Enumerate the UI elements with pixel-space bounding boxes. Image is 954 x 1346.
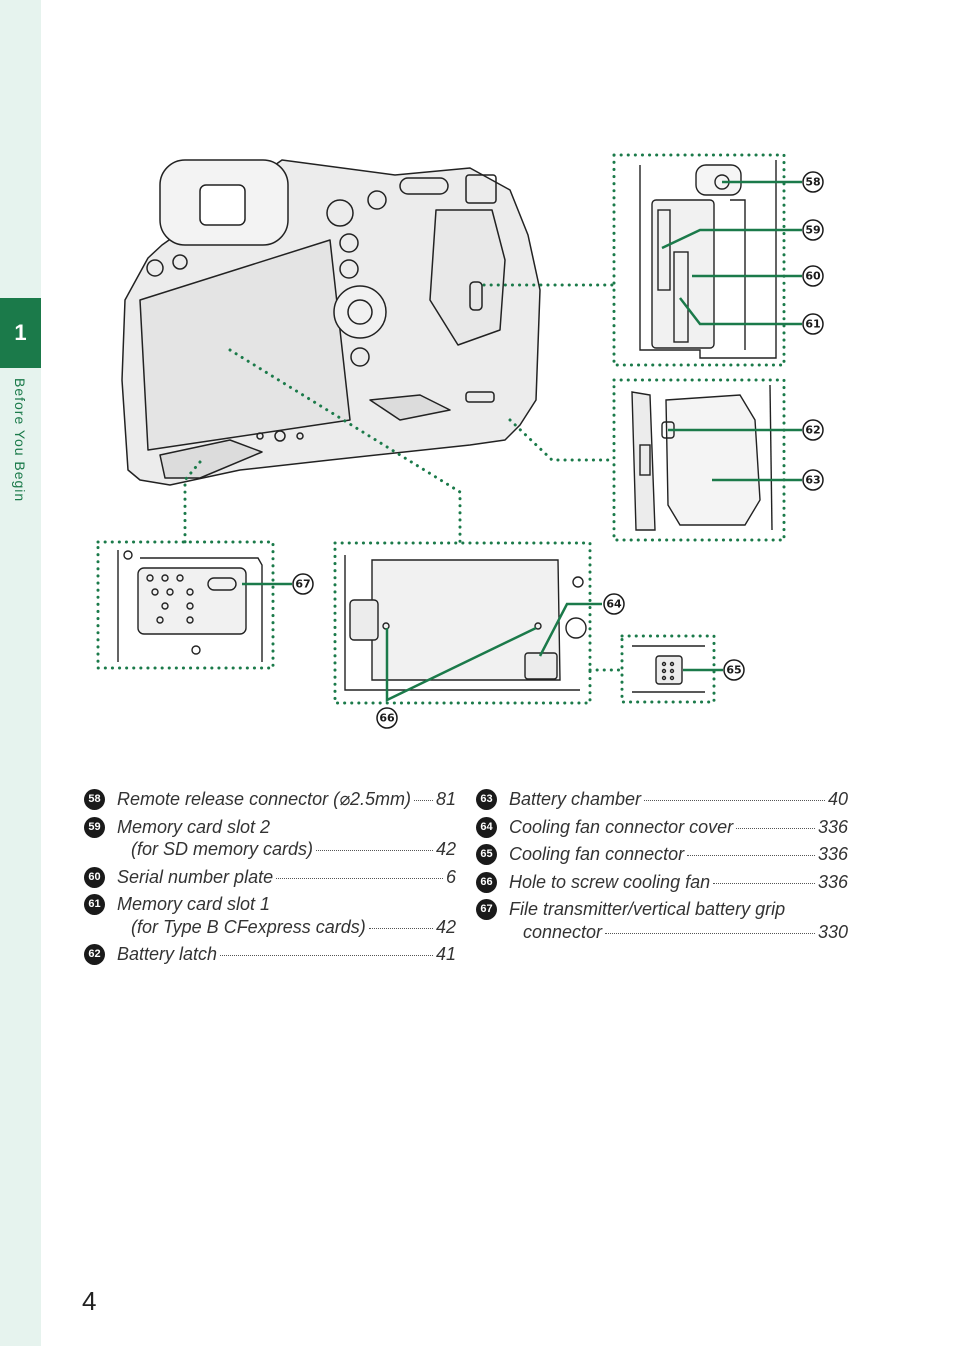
legend-page-link[interactable]: 40 bbox=[827, 789, 848, 809]
legend-label: Memory card slot 1 bbox=[117, 894, 271, 914]
chapter-tab[interactable]: 1 bbox=[0, 298, 41, 368]
legend-label: Battery latch bbox=[117, 944, 218, 964]
legend-number: 58 bbox=[84, 789, 105, 810]
svg-text:63: 63 bbox=[805, 474, 820, 487]
legend-label: Cooling fan connector cover bbox=[509, 816, 734, 837]
legend-number: 65 bbox=[476, 844, 497, 865]
legend-label: (for SD memory cards) bbox=[131, 839, 314, 859]
detail-connectors bbox=[183, 283, 624, 672]
svg-text:59: 59 bbox=[805, 224, 820, 237]
legend-page-link[interactable]: 336 bbox=[817, 816, 848, 837]
svg-text:60: 60 bbox=[805, 270, 821, 283]
legend-column-left: 58 Remote release connector (⌀2.5mm) 81 5… bbox=[84, 788, 456, 971]
svg-text:64: 64 bbox=[606, 598, 622, 611]
legend-page-link[interactable]: 81 bbox=[435, 789, 456, 809]
legend-page-link[interactable]: 41 bbox=[435, 944, 456, 964]
legend-number: 59 bbox=[84, 816, 105, 838]
callout-62: 62 bbox=[802, 419, 824, 441]
callout-leaders bbox=[242, 180, 802, 702]
callout-59: 59 bbox=[802, 219, 824, 241]
legend-label: Battery chamber bbox=[509, 789, 642, 809]
legend-number: 67 bbox=[476, 899, 497, 920]
legend-item-66: 66 Hole to screw cooling fan 336 bbox=[476, 871, 848, 894]
legend-label: File transmitter/vertical battery grip bbox=[509, 899, 786, 919]
camera-diagram: 58 59 60 61 62 63 64 65 66 67 bbox=[96, 153, 824, 729]
callout-65: 65 bbox=[723, 659, 745, 681]
svg-text:58: 58 bbox=[805, 176, 820, 189]
legend-item-61: 61 Memory card slot 1 (for Type B CFexpr… bbox=[84, 893, 456, 938]
callout-63: 63 bbox=[802, 469, 824, 491]
legend-label: Serial number plate bbox=[117, 866, 274, 887]
callout-60: 60 bbox=[802, 265, 824, 287]
legend-item-62: 62 Battery latch 41 bbox=[84, 943, 456, 966]
callout-67: 67 bbox=[292, 573, 314, 595]
legend-column-right: 63 Battery chamber 40 64 Cooling fan conn… bbox=[476, 788, 848, 948]
legend-page-link[interactable]: 42 bbox=[435, 839, 456, 859]
legend-label: Cooling fan connector bbox=[509, 844, 685, 864]
legend-label: Memory card slot 2 bbox=[117, 816, 271, 837]
legend-page-link[interactable]: 42 bbox=[435, 916, 456, 937]
legend-item-67: 67 File transmitter/vertical battery gri… bbox=[476, 898, 848, 943]
legend-number: 61 bbox=[84, 894, 105, 915]
svg-text:66: 66 bbox=[379, 712, 395, 725]
callout-64: 64 bbox=[603, 593, 625, 615]
svg-text:65: 65 bbox=[726, 664, 741, 677]
legend-number: 63 bbox=[476, 789, 497, 810]
legend-number: 66 bbox=[476, 871, 497, 893]
legend-number: 64 bbox=[476, 816, 497, 838]
chapter-number: 1 bbox=[14, 320, 27, 345]
legend-label: Hole to screw cooling fan bbox=[509, 871, 711, 892]
legend-page-link[interactable]: 330 bbox=[817, 921, 848, 942]
legend-page-link[interactable]: 336 bbox=[817, 871, 848, 892]
callout-58: 58 bbox=[802, 171, 824, 193]
legend-item-64: 64 Cooling fan connector cover 336 bbox=[476, 816, 848, 839]
legend-item-63: 63 Battery chamber 40 bbox=[476, 788, 848, 811]
legend-page-link[interactable]: 6 bbox=[445, 866, 456, 887]
svg-text:67: 67 bbox=[295, 578, 310, 591]
detail-fan-cover bbox=[333, 541, 592, 705]
detail-battery-chamber bbox=[612, 378, 786, 542]
legend-page-link[interactable]: 336 bbox=[817, 844, 848, 864]
camera-body-illustration bbox=[121, 159, 541, 486]
chapter-sidebar bbox=[0, 0, 41, 1346]
legend-item-65: 65 Cooling fan connector 336 bbox=[476, 843, 848, 866]
callout-66: 66 bbox=[376, 707, 398, 729]
legend-number: 62 bbox=[84, 944, 105, 965]
page-number: 4 bbox=[82, 1286, 97, 1316]
callout-61: 61 bbox=[802, 313, 824, 335]
svg-text:62: 62 bbox=[805, 424, 820, 437]
svg-text:61: 61 bbox=[805, 318, 820, 331]
detail-card-slots bbox=[612, 153, 786, 367]
legend-number: 60 bbox=[84, 866, 105, 888]
legend-item-59: 59 Memory card slot 2 (for SD memory car… bbox=[84, 816, 456, 861]
legend-label: connector bbox=[523, 921, 603, 942]
legend-item-60: 60 Serial number plate 6 bbox=[84, 866, 456, 889]
detail-fan-connector bbox=[620, 634, 716, 704]
legend-label: (for Type B CFexpress cards) bbox=[131, 916, 366, 937]
legend-label: Remote release connector (⌀2.5mm) bbox=[117, 789, 411, 809]
detail-grip-connector bbox=[96, 540, 275, 670]
legend-item-58: 58 Remote release connector (⌀2.5mm) 81 bbox=[84, 788, 456, 811]
